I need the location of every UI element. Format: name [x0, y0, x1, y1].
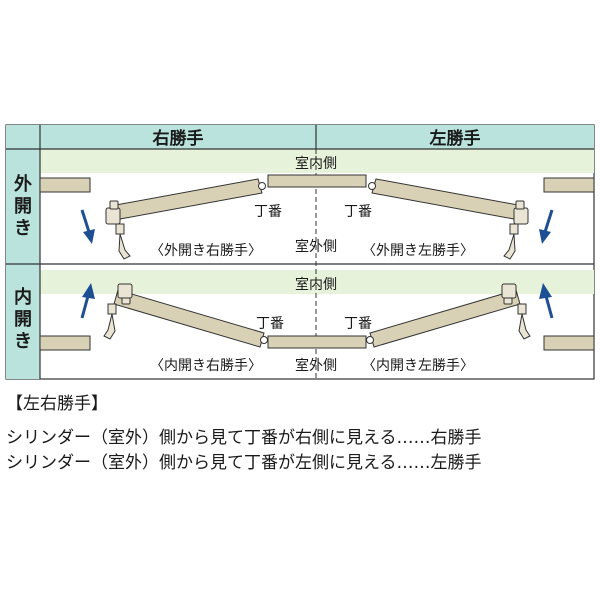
door-swing-diagram: 右勝手 左勝手 外 開 き 内 開 き 室内側 丁番 — [5, 124, 595, 380]
row-label-inward-2: 開 — [14, 309, 32, 330]
label-indoor-outward: 室内側 — [295, 155, 337, 172]
label-outward-left-hand: 〈外開き左勝手〉 — [362, 243, 474, 259]
hinge-pivot-outward-left — [368, 182, 376, 190]
label-indoor-inward: 室内側 — [295, 276, 337, 293]
label-inward-right-hand: 〈内開き右勝手〉 — [150, 358, 262, 374]
hinge-pivot-outward-right — [258, 182, 266, 190]
label-outdoor-inward: 室外側 — [295, 357, 337, 374]
row-label-outward-3: き — [14, 218, 32, 239]
caption-title: 【左右勝手】 — [6, 394, 108, 414]
frame-inward-center — [267, 335, 367, 349]
row-label-inward-3: き — [14, 331, 32, 352]
door-leaf-inward-left — [369, 289, 521, 348]
row-label-outward-1: 外 — [14, 173, 32, 195]
label-hinge-inward-right: 丁番 — [256, 316, 284, 332]
label-inward-left-hand: 〈内開き左勝手〉 — [362, 358, 474, 374]
caption-line-left-hand: シリンダー（室外）側から見て丁番が左側に見える……左勝手 — [6, 453, 482, 473]
lever-handle-outward-right — [105, 200, 131, 260]
label-hinge-inward-left: 丁番 — [344, 316, 372, 332]
swing-arrow-outward-right — [80, 209, 95, 244]
caption: 【左右勝手】 シリンダー（室外）側から見て丁番が右側に見える……右勝手 シリンダ… — [6, 392, 596, 476]
lever-handle-outward-left — [503, 200, 529, 260]
wall-outward-left — [39, 177, 91, 193]
header-left-hand: 左勝手 — [430, 128, 481, 149]
header-right-hand: 右勝手 — [153, 128, 204, 149]
frame-outward-center — [267, 174, 367, 188]
lever-handle-inward-left — [501, 283, 531, 340]
hinge-pivot-inward-right — [260, 336, 268, 344]
label-outdoor-outward: 室外側 — [295, 238, 337, 255]
swing-arrow-inward-right — [80, 283, 95, 319]
swing-arrow-inward-left — [539, 283, 554, 319]
swing-arrow-outward-left — [539, 209, 554, 244]
header-row-bg — [6, 125, 594, 149]
caption-line-right-hand: シリンダー（室外）側から見て丁番が右側に見える……右勝手 — [6, 428, 482, 448]
outward-indoor-band — [40, 149, 594, 173]
label-hinge-outward-right: 丁番 — [254, 204, 282, 220]
wall-inward-right — [543, 335, 595, 351]
door-leaf-inward-right — [113, 289, 265, 348]
wall-outward-right — [543, 177, 595, 193]
row-label-outward: 外 開 き — [14, 173, 32, 239]
wall-inward-left — [39, 335, 91, 351]
row-label-outward-2: 開 — [14, 196, 32, 217]
row-label-inward: 内 開 き — [14, 286, 32, 352]
label-outward-right-hand: 〈外開き右勝手〉 — [150, 243, 262, 259]
row-label-inward-1: 内 — [14, 286, 32, 308]
lever-handle-inward-right — [103, 283, 133, 340]
hinge-pivot-inward-left — [366, 336, 374, 344]
label-hinge-outward-left: 丁番 — [344, 204, 372, 220]
